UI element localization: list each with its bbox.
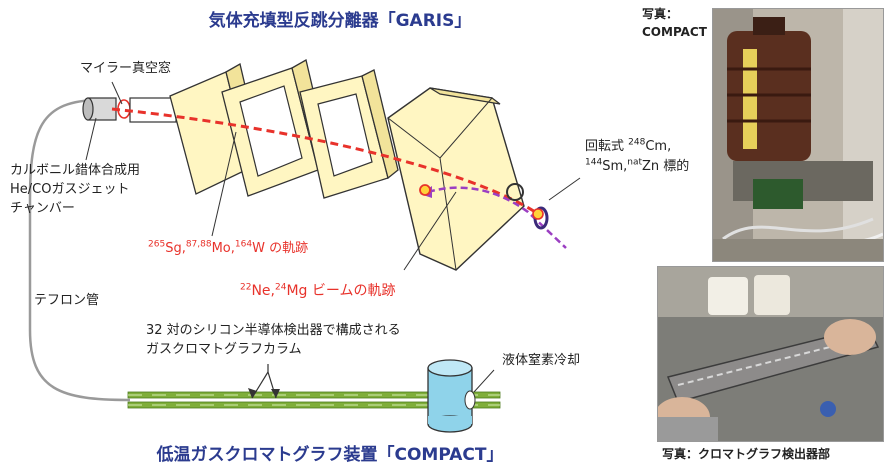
compact-title: 低温ガスクロマトグラフ装置「COMPACT」: [156, 445, 504, 465]
compact-photo-caption-line1: 写真：: [642, 7, 679, 21]
detector-photo-drawing: [658, 267, 883, 441]
liquid-nitrogen-dewar: [427, 359, 476, 433]
gc-columns: [127, 391, 501, 409]
compact-photo-drawing: [713, 9, 883, 261]
teflon-tube: [28, 98, 131, 402]
compact-photo: [712, 8, 884, 262]
focal-point-1: [419, 184, 431, 196]
beam-trajectory-label: 22Ne,24Mg ビームの軌跡: [240, 282, 396, 299]
silicon-detector-label-line2: ガスクロマトグラフカラム: [146, 342, 302, 357]
chamber-label-line3: チャンバー: [10, 201, 75, 216]
compact-photo-caption-line2: COMPACT: [642, 25, 707, 39]
product-trajectory-label: 265Sg,87,88Mo,164W の軌跡: [148, 239, 309, 256]
magnet-4: [387, 87, 525, 271]
beam-trajectory: [427, 186, 567, 249]
detector-ring: [506, 183, 524, 201]
detector-photo: [657, 266, 884, 442]
garis-diagram: [28, 59, 581, 433]
chamber-label-line2: He/COガスジェット: [10, 182, 130, 197]
liquid-nitrogen-label: 液体窒素冷却: [502, 353, 581, 368]
garis-title: 気体充填型反跳分離器「GARIS」: [208, 11, 472, 31]
magnet-3: [299, 69, 399, 199]
mylar-window-label: マイラー真空窓: [80, 61, 172, 76]
rotating-target: [532, 206, 549, 230]
chamber-label-line1: カルボニル錯体合成用: [10, 163, 141, 178]
product-trajectory: [111, 107, 541, 217]
gas-jet-chamber: [82, 97, 117, 121]
target-label-line1: 回転式 248Cm,: [585, 137, 672, 154]
teflon-tube-label: テフロン管: [34, 293, 100, 308]
target-label-line2: 144Sm,natZn 標的: [585, 157, 690, 174]
silicon-detector-label-line1: 32 対のシリコン半導体検出器で構成される: [146, 323, 401, 338]
beam-pipe: [129, 97, 177, 123]
detector-photo-caption: 写真：クロマトグラフ検出器部: [662, 447, 831, 461]
